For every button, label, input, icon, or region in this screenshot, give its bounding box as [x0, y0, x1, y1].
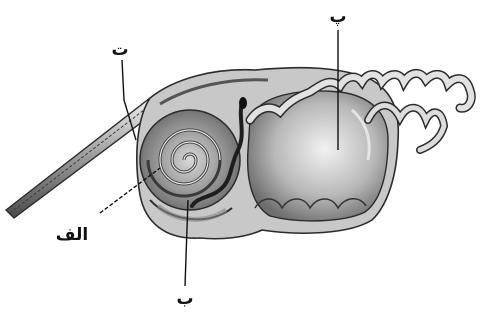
label-left: الف	[56, 225, 88, 245]
label-top-left: ت	[111, 40, 128, 60]
label-bottom: ب	[176, 289, 193, 309]
left-tube	[6, 98, 158, 218]
label-top-right: پ	[329, 7, 346, 27]
